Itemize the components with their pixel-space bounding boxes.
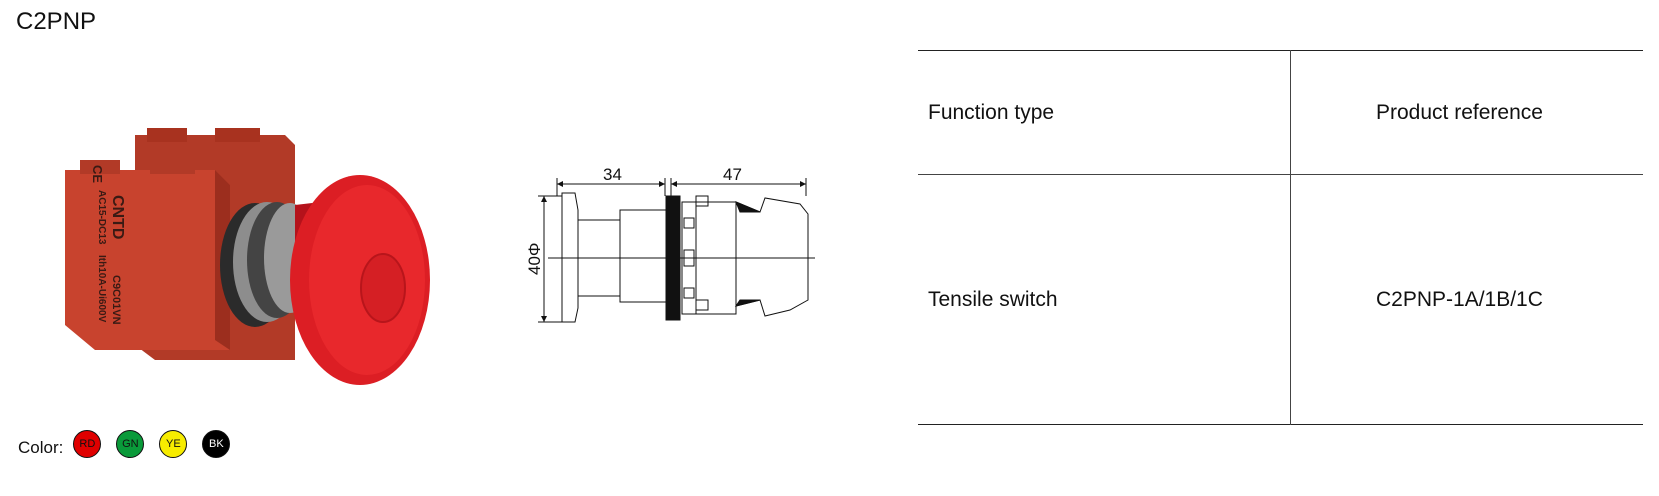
color-swatch-green: GN	[116, 430, 145, 458]
dimension-diameter: 40Φ	[525, 243, 544, 275]
product-title: C2PNP	[16, 8, 97, 35]
dimension-47: 47	[723, 165, 742, 184]
color-swatch-black: BK	[202, 430, 231, 458]
housing-brand-text: CNTD	[109, 195, 126, 239]
cell-product-reference: C2PNP-1A/1B/1C	[1376, 287, 1543, 311]
color-options: Color: RD GN YE BK	[18, 428, 245, 460]
header-product-reference: Product reference	[1376, 100, 1543, 124]
table-row: Tensile switch C2PNP-1A/1B/1C	[918, 174, 1643, 425]
header-function-type: Function type	[918, 50, 1291, 175]
dimension-drawing: 34 47 40Φ	[525, 165, 815, 323]
table-header-row: Function type Product reference	[918, 50, 1643, 175]
housing-model-text: C9C01VN	[110, 275, 122, 325]
dimension-34: 34	[603, 165, 622, 184]
color-swatch-red: RD	[73, 430, 102, 458]
ce-mark: CE	[90, 165, 105, 183]
housing-ratings-1: AC15-DC13	[96, 190, 107, 245]
cell-function-type: Tensile switch	[918, 174, 1291, 425]
housing-ratings-2: Ith10A-Ui600V	[96, 255, 107, 323]
color-label: Color:	[18, 438, 64, 457]
spec-table: Function type Product reference Tensile …	[918, 50, 1643, 425]
product-photo: CNTD C9C01VN AC15-DC13 Ith10A-Ui600V CE	[65, 128, 430, 385]
color-swatch-yellow: YE	[159, 430, 188, 458]
